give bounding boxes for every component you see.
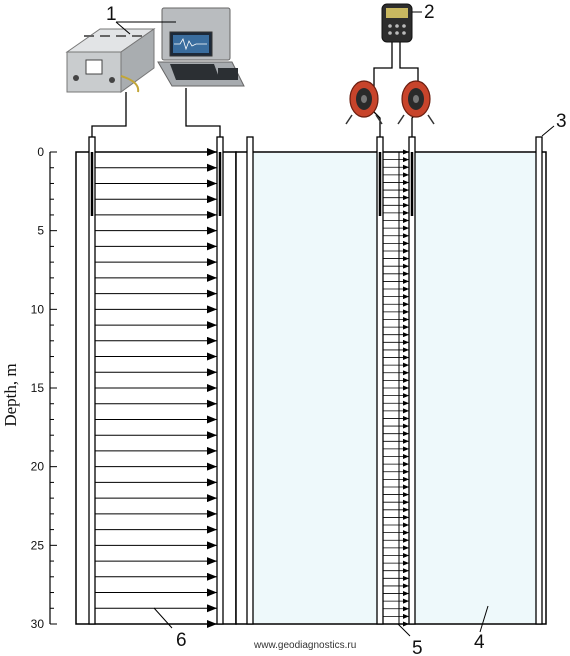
water-fill-right: [414, 153, 538, 623]
borehole-3: [246, 136, 254, 625]
depth-tick-label: 25: [31, 538, 45, 552]
callout-5-leader: [397, 623, 411, 637]
borehole-edge: [535, 136, 543, 625]
instrument-box-icon: [65, 28, 156, 93]
ray-paths-left: [95, 148, 217, 628]
callout-1-leader: [115, 21, 131, 35]
depth-tick-label: 30: [31, 617, 45, 631]
depth-axis-ticks: 0 5 10 15 20 25 30: [31, 145, 57, 631]
depth-tick-label: 20: [31, 460, 45, 474]
callout-4-leader: [479, 605, 489, 633]
water-fill-left: [252, 153, 378, 623]
depth-axis-title: Depth, m: [1, 363, 20, 426]
callout-6: 6: [176, 630, 187, 651]
depth-tick-label: 15: [31, 381, 45, 395]
depth-tick-label: 5: [37, 224, 44, 238]
callout-5: 5: [412, 638, 423, 656]
callout-1: 1: [106, 4, 117, 25]
depth-tick-label: 10: [31, 302, 45, 316]
laptop-case-icon: [157, 7, 245, 87]
cable-reel-icon: [345, 80, 383, 125]
callout-3: 3: [556, 111, 567, 132]
ray-paths-right: [383, 149, 409, 627]
callout-2: 2: [424, 2, 435, 23]
cable-reel-icon: [397, 80, 435, 125]
depth-tick-label: 0: [37, 145, 44, 159]
handheld-meter-icon: [381, 3, 413, 43]
credit-text: www.geodiagnostics.ru: [253, 640, 356, 651]
callout-6-leader: [153, 607, 173, 629]
callout-3-leader: [541, 125, 555, 137]
callout-4: 4: [474, 632, 485, 653]
